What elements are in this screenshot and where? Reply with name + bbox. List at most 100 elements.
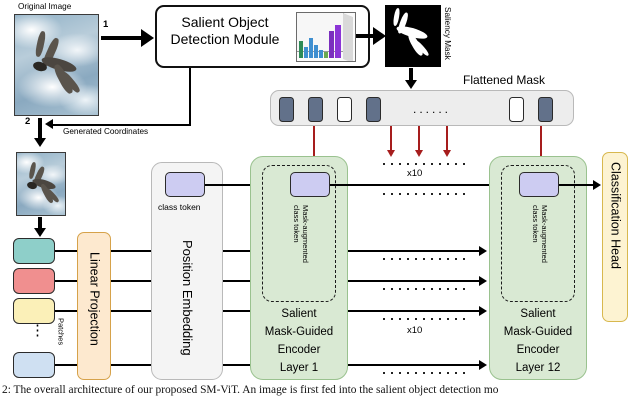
mask-to-flat-arrow-head: [405, 80, 417, 89]
patch-line-4: [55, 364, 77, 366]
encoder-1-title-line2: Mask-Guided: [264, 326, 334, 338]
mask-red-arrow-4: [442, 150, 451, 157]
class-token: [165, 172, 205, 197]
patch-line-2: [55, 280, 77, 282]
mask-red-line-2: [390, 126, 392, 152]
encoder-1-mask-augmented-region: [262, 165, 336, 302]
classification-head-box: [602, 152, 628, 322]
mid-dots-2: [380, 288, 470, 290]
encoder-1-title-line1: Salient: [281, 308, 317, 320]
lp-line-3: [111, 310, 151, 312]
mid-arrow-2: [479, 276, 487, 286]
coords-arrow-head: [45, 119, 53, 129]
step2-down-arrow-head: [34, 138, 46, 147]
mask-cell-3: [337, 97, 352, 122]
mid-line-3: [348, 310, 480, 312]
patch-4: [13, 352, 55, 378]
patch-3: [13, 298, 55, 324]
encoder-12-mask-augmented-region: [501, 165, 575, 302]
flattened-mask-bar: ......: [270, 90, 574, 126]
cropped-image: [16, 152, 66, 216]
step1-label: 1: [103, 19, 109, 30]
patch-line-3: [55, 310, 77, 312]
mid-line-2: [348, 280, 480, 282]
step1-arrow-line: [101, 36, 142, 40]
saliency-mask-label: Saliency Mask: [443, 7, 453, 60]
mask-red-line-5: [540, 126, 542, 162]
encoder-12-title-line2: Mask-Guided: [503, 326, 573, 338]
coords-vline: [189, 68, 191, 126]
mid-dots-1: [380, 258, 470, 260]
patch-line-1: [55, 250, 77, 252]
sod-to-mask-arrow-head: [373, 27, 386, 45]
head-line: [559, 184, 595, 186]
encoder-12-inner-line2: class token: [531, 205, 540, 243]
mid-dots-top-red: [380, 163, 470, 165]
mask-cell-6: [538, 97, 553, 122]
encoder-1-inner-line2: class token: [292, 205, 301, 243]
generated-coordinates-label: Generated Coordinates: [63, 127, 149, 136]
encoder-12-title: Salient Mask-Guided Encoder Layer 12: [489, 305, 587, 377]
crop-to-patches-arrow-head: [34, 228, 46, 237]
mask-red-line-1: [313, 126, 315, 162]
crop-to-patches-line: [38, 217, 42, 231]
encoder-12-class-token: [519, 172, 559, 197]
lp-line-2: [111, 280, 151, 282]
step2-down-line: [38, 118, 42, 140]
patch-1: [13, 238, 55, 264]
encoder-1-inner-label: Mask-augmented class token: [292, 205, 310, 263]
patches-label: Patches: [56, 318, 66, 346]
encoder-1-title-line3: Encoder: [277, 344, 321, 356]
position-embedding-box: [151, 162, 223, 380]
sod-title-line2: Detection Module: [170, 31, 280, 47]
sod-title-line1: Salient Object: [181, 14, 269, 30]
saliency-mask-image: [385, 5, 441, 67]
repeat-label-bottom: x10: [407, 325, 423, 336]
encoder-12-title-line3: Encoder: [516, 344, 560, 356]
mid-class-token-line: [330, 184, 508, 186]
encoder-12-inner-label: Mask-augmented class token: [531, 205, 549, 263]
lp-line-1: [111, 250, 151, 252]
pe-line-3: [223, 310, 255, 312]
mask-cell-4: [366, 97, 381, 122]
mid-arrow-4: [479, 360, 487, 370]
mask-to-flat-line: [409, 68, 413, 82]
mid-arrow-3: [479, 306, 487, 316]
patches-vertical-ellipsis: ⋮: [30, 322, 45, 339]
encoder-1-inner-line1: Mask-augmented: [301, 205, 310, 263]
pe-line-2: [223, 280, 255, 282]
patch-2: [13, 268, 55, 294]
pe-line-4: [223, 364, 255, 366]
mid-dots-4: [380, 372, 470, 374]
coords-hline: [53, 124, 191, 126]
mask-cell-1: [279, 97, 294, 122]
pe-line-1: [223, 250, 255, 252]
lp-line-4: [111, 364, 151, 366]
mid-dots-3: [380, 318, 470, 320]
step1-arrow-head: [141, 29, 154, 47]
mid-arrow-1: [479, 246, 487, 256]
3d-bar-chart-icon: [296, 12, 356, 62]
head-arrow: [593, 180, 601, 190]
linear-projection-label: Linear Projection: [87, 252, 102, 346]
step2-label: 2: [25, 116, 31, 127]
figure-caption: 2: The overall architecture of our propo…: [2, 384, 499, 396]
mid-line-4: [348, 364, 480, 366]
mid-dots-0: [380, 193, 470, 195]
mask-cell-2: [308, 97, 323, 122]
mask-ellipsis: ......: [413, 102, 452, 116]
mask-red-arrow-3: [414, 150, 423, 157]
linear-projection-box: [77, 232, 111, 380]
class-token-label: class token: [158, 202, 201, 212]
encoder-1-title-line4: Layer 1: [279, 362, 319, 374]
sod-module-title: Salient Object Detection Module: [160, 14, 290, 48]
encoder-1-class-token: [290, 172, 330, 197]
flattened-mask-label: Flattened Mask: [463, 73, 546, 87]
encoder-12-title-line1: Salient: [520, 308, 556, 320]
mask-red-line-3: [418, 126, 420, 152]
mask-red-arrow-2: [386, 150, 395, 157]
mid-line-1: [348, 250, 480, 252]
classification-head-label: Classification Head: [608, 162, 623, 269]
original-image: [14, 14, 99, 116]
